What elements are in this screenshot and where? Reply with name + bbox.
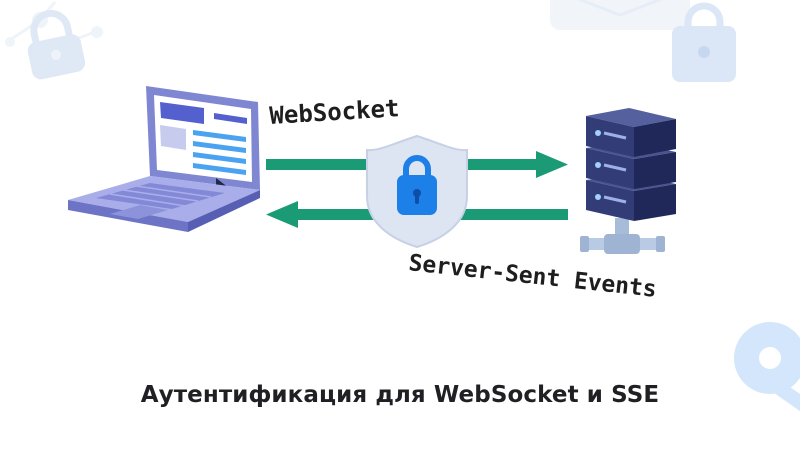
server-icon bbox=[580, 108, 676, 254]
envelope-icon bbox=[550, 0, 690, 30]
websocket-label: WebSocket bbox=[269, 94, 401, 130]
key-icon bbox=[734, 322, 800, 414]
laptop-icon bbox=[68, 86, 260, 232]
shield-lock-icon bbox=[366, 134, 468, 249]
caption-title: Аутентификация для WebSocket и SSE bbox=[140, 382, 660, 408]
padlock-icon bbox=[27, 9, 86, 80]
sse-label: Server-Sent Events bbox=[407, 250, 658, 303]
padlock-icon bbox=[672, 2, 736, 82]
padlock-icon bbox=[397, 155, 437, 215]
